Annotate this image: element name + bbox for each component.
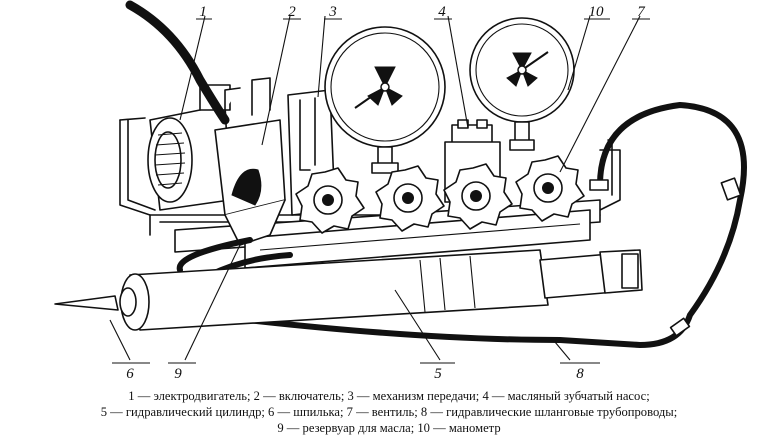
valve-wheel-1 <box>295 167 365 234</box>
caption-line-1: 1 — электродвигатель; 2 — включатель; 3 … <box>128 389 650 403</box>
callout-labels: 1 2 3 4 10 7 6 9 5 8 <box>112 4 650 382</box>
pressure-gauge-right <box>469 17 575 151</box>
stud-needle <box>54 295 119 311</box>
power-cable <box>125 0 230 125</box>
hydraulic-unit-diagram: 1 2 3 4 10 7 6 9 5 8 <box>54 0 747 382</box>
callout-10: 10 <box>589 4 605 20</box>
callout-9: 9 <box>174 366 182 382</box>
callout-4: 4 <box>438 4 446 20</box>
valve-wheel-4 <box>515 155 585 222</box>
switch-housing <box>214 77 286 246</box>
callout-6: 6 <box>126 366 134 382</box>
pressure-gauge-left <box>324 26 446 174</box>
callout-5: 5 <box>434 366 442 382</box>
callout-1: 1 <box>199 4 207 20</box>
callout-8: 8 <box>576 366 584 382</box>
figure-caption: 1 — электродвигатель; 2 — включатель; 3 … <box>0 388 778 436</box>
callout-7: 7 <box>637 4 646 20</box>
hydraulic-hose-2 <box>176 237 253 273</box>
valve-wheel-3 <box>443 163 513 230</box>
caption-line-3: 9 — резервуар для масла; 10 — манометр <box>277 421 501 435</box>
valve-wheel-2 <box>375 165 445 232</box>
electric-motor <box>147 84 231 211</box>
callout-3: 3 <box>328 4 337 20</box>
hydraulic-cylinder <box>119 249 643 331</box>
leader-lines <box>109 15 641 361</box>
callout-2: 2 <box>288 4 296 20</box>
hose-fittings <box>589 177 742 337</box>
caption-line-2: 5 — гидравлический цилиндр; 6 — шпилька;… <box>100 405 678 419</box>
